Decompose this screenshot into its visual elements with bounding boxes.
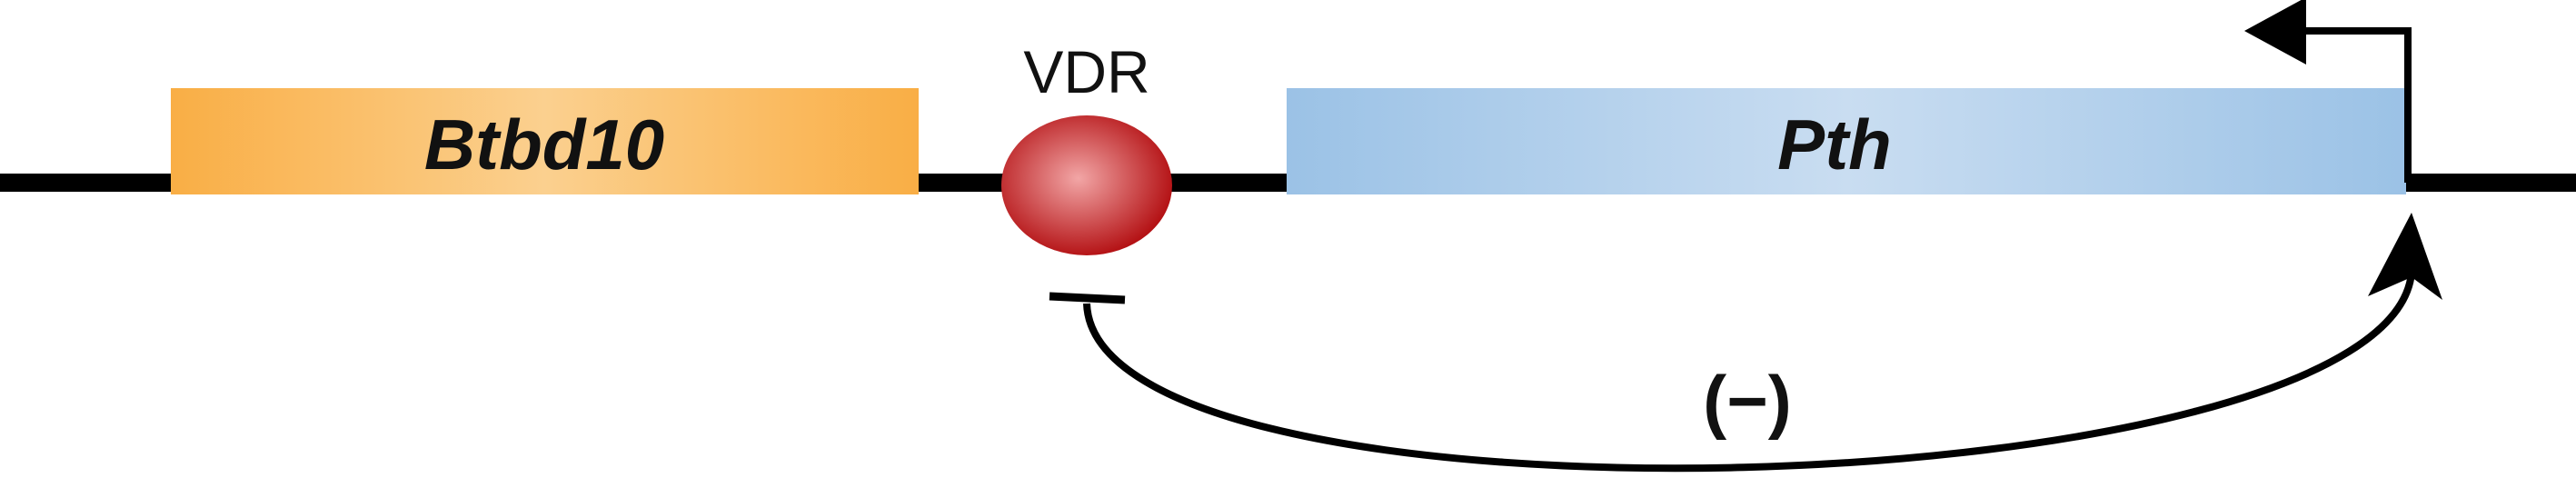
transcription-start-arrowhead [2244,0,2306,65]
vdr-protein [1001,115,1172,255]
inhibition-bar [1049,292,1126,304]
btbd10-gene-label: Btbd10 [424,105,664,184]
pth-gene-box [1287,88,2406,194]
transcription-start-arrow-line [2304,27,2412,183]
negative-regulation-label: (−) [1703,361,1792,441]
pth-gene-label: Pth [1777,105,1892,184]
inhibition-loop-arrowhead [2368,213,2442,300]
vdr-label: VDR [1023,38,1149,105]
btbd10-gene-box [171,88,919,194]
inhibition-loop-curve [1083,272,2415,473]
